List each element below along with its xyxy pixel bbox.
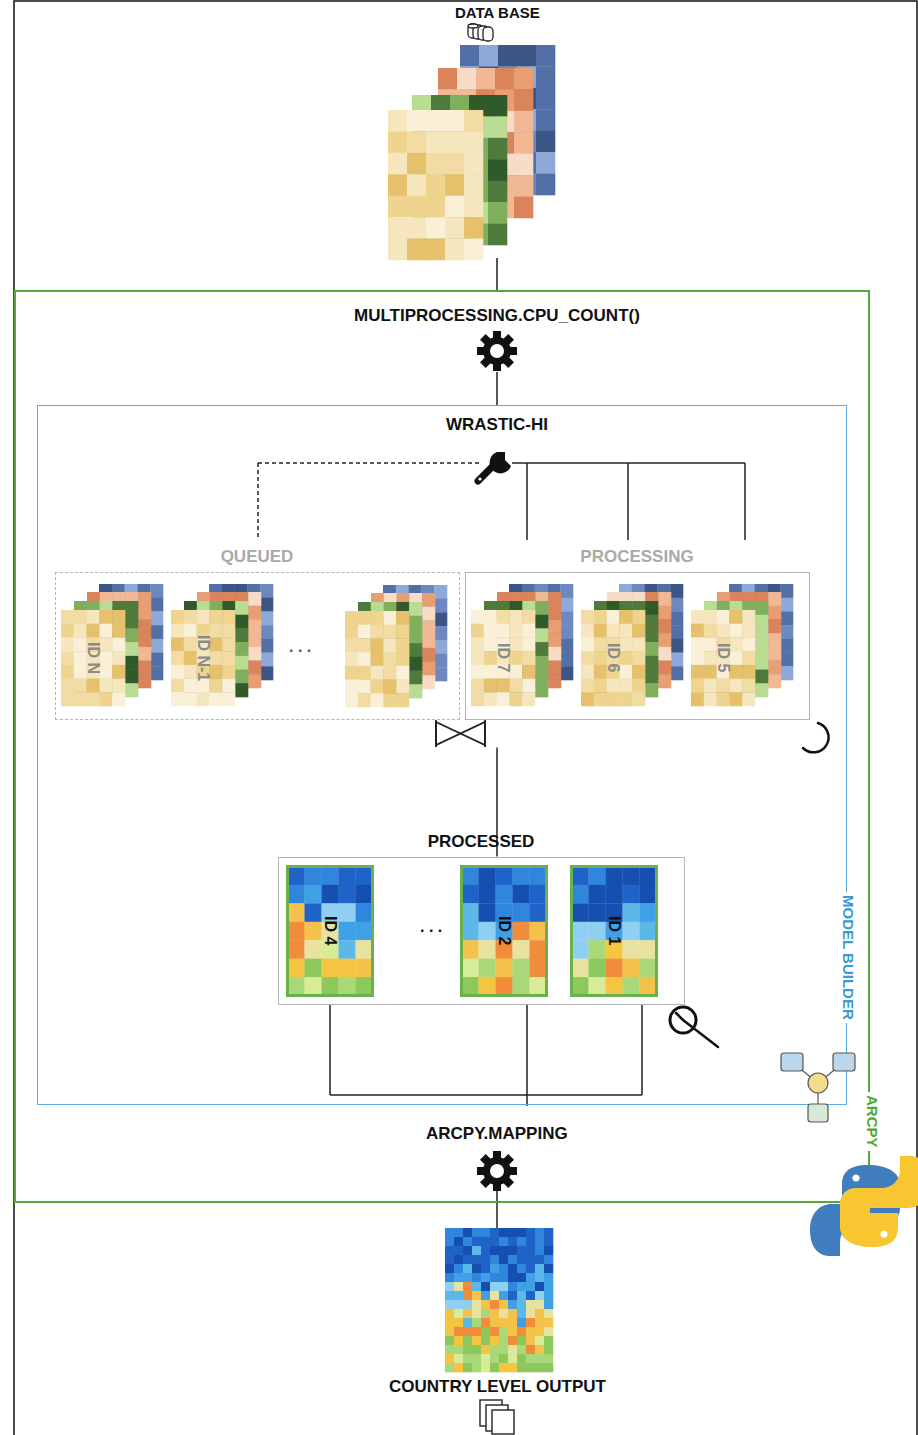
ellipsis: . . . bbox=[420, 918, 442, 936]
ellipsis: . . . bbox=[289, 638, 311, 656]
tile-id: ID 7 bbox=[494, 643, 512, 672]
tile-id: ID 1 bbox=[605, 916, 623, 945]
wrench-icon bbox=[478, 452, 511, 481]
stage-label: WRASTIC-HI bbox=[446, 415, 548, 435]
raster-image bbox=[581, 584, 685, 708]
output-icon bbox=[480, 1400, 514, 1434]
tile-label-area: ID 6 bbox=[581, 610, 645, 706]
tile-label-area: ID 7 bbox=[471, 610, 535, 706]
raster-tile: ID N-1 bbox=[171, 584, 275, 708]
model-builder-icon bbox=[781, 1053, 855, 1122]
gear-icon bbox=[477, 331, 517, 371]
gear-icon bbox=[477, 1151, 517, 1191]
spinner-icon bbox=[803, 723, 829, 752]
raster-image bbox=[61, 584, 165, 708]
tile-id: ID 2 bbox=[495, 916, 513, 945]
stage-label: DATA BASE bbox=[455, 4, 540, 21]
raster-tile: ID N bbox=[61, 584, 165, 708]
tile-label-area: ID 2 bbox=[460, 865, 548, 997]
outer-frame bbox=[14, 1, 917, 1435]
raster-image bbox=[471, 584, 575, 708]
raster-tile: ID 7 bbox=[471, 584, 575, 708]
region-box: MODEL BUILDERQUEUEDID NID N-1PROCESSINGI… bbox=[37, 405, 847, 1105]
raster-tile: ID 1 bbox=[570, 865, 658, 997]
wires bbox=[258, 258, 745, 1228]
hourglass-icon bbox=[436, 720, 485, 747]
tile-label-area: ID 1 bbox=[570, 865, 658, 997]
raster-image bbox=[171, 584, 275, 708]
region-heading: MODEL BUILDER bbox=[840, 892, 857, 1023]
tile-id: ID 4 bbox=[321, 916, 339, 945]
region-box: PROCESSEDID 4ID 2ID 1 bbox=[278, 857, 685, 1005]
tile-label-area: ID N-1 bbox=[171, 610, 235, 706]
raster-tile: ID 2 bbox=[460, 865, 548, 997]
raster-tile: ID 4 bbox=[286, 865, 374, 997]
tile-id: ID N-1 bbox=[194, 635, 212, 681]
tile-id: ID N bbox=[84, 642, 102, 674]
region-box: ARCPYMODEL BUILDERQUEUEDID NID N-1PROCES… bbox=[14, 290, 870, 1203]
region-box: QUEUEDID NID N-1 bbox=[55, 572, 460, 720]
raster-stacks bbox=[345, 45, 555, 1372]
stage-label: COUNTRY LEVEL OUTPUT bbox=[389, 1377, 606, 1397]
region-heading: ARCPY bbox=[864, 1092, 881, 1151]
raster-tile: ID 5 bbox=[691, 584, 795, 708]
region-heading: PROCESSING bbox=[466, 547, 809, 567]
tile-label-area: ID N bbox=[61, 610, 125, 706]
tile-label-area: ID 4 bbox=[286, 865, 374, 997]
raster-tile: ID 6 bbox=[581, 584, 685, 708]
stage-label: MULTIPROCESSING.CPU_COUNT() bbox=[354, 306, 640, 326]
region-box: PROCESSINGID 7ID 6ID 5 bbox=[465, 572, 810, 720]
region-heading: QUEUED bbox=[56, 547, 459, 567]
clock-icon bbox=[670, 1007, 718, 1047]
raster-image bbox=[691, 584, 795, 708]
database-icon bbox=[468, 24, 493, 41]
python-logo bbox=[810, 1156, 918, 1256]
tile-id: ID 5 bbox=[714, 643, 732, 672]
tile-id: ID 6 bbox=[604, 643, 622, 672]
stage-label: ARCPY.MAPPING bbox=[426, 1124, 568, 1144]
tile-label-area: ID 5 bbox=[691, 610, 755, 706]
region-heading: PROCESSED bbox=[279, 832, 684, 852]
